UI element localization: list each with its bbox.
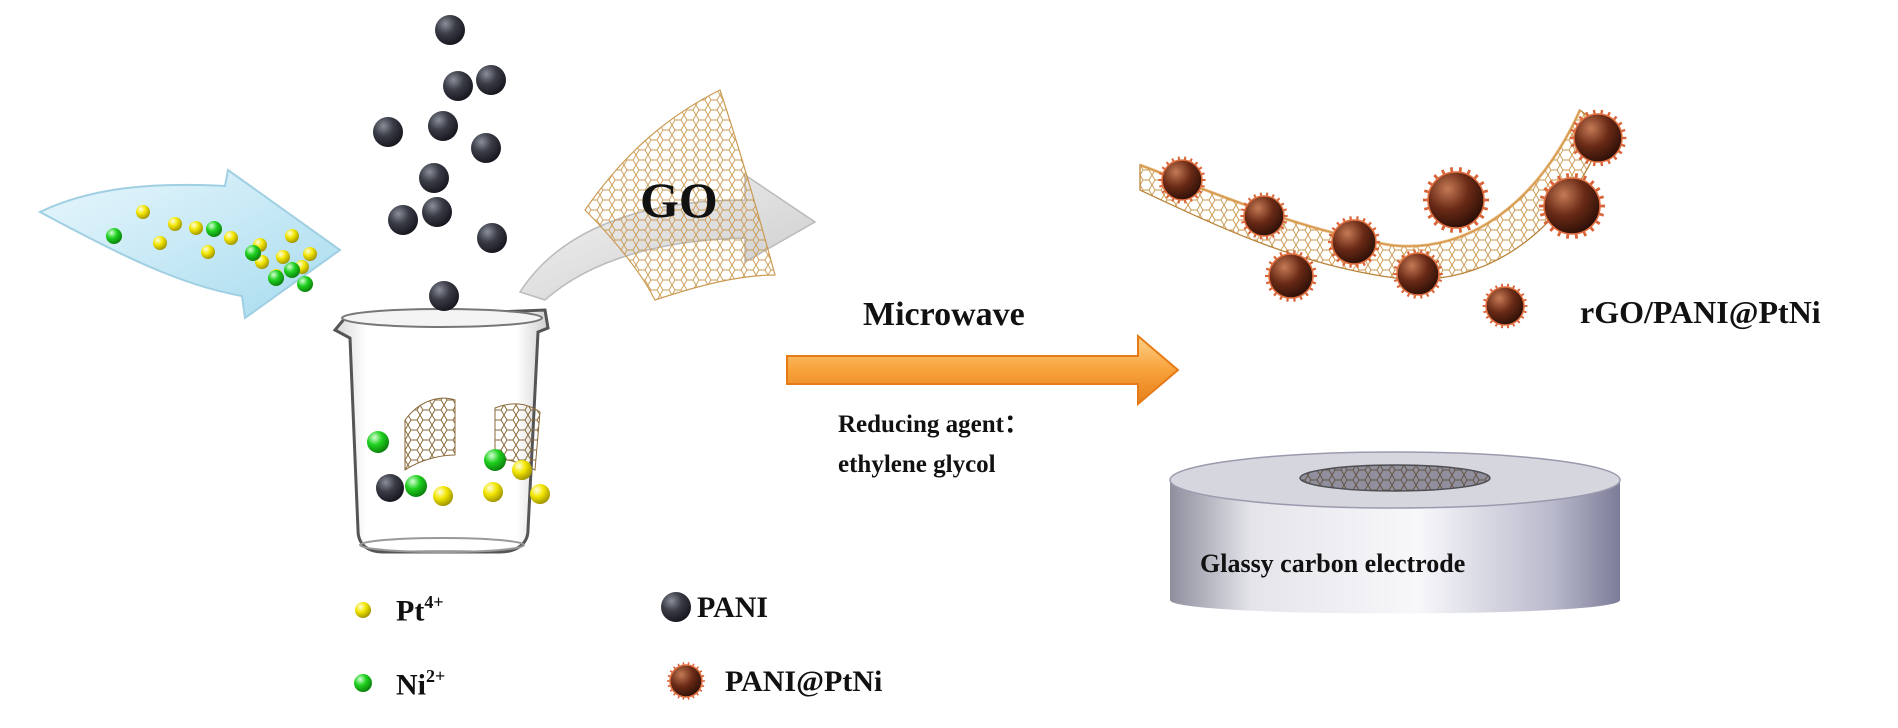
legend-pt-label: Pt4+ xyxy=(396,593,444,627)
pani-sphere xyxy=(422,197,452,227)
legend-pani-ptni-label: PANI@PtNi xyxy=(725,665,883,698)
ni-ion xyxy=(484,449,506,471)
pt-ion xyxy=(189,221,203,235)
legend-pt-symbol: Pt xyxy=(396,594,425,628)
pt-ion xyxy=(276,250,290,264)
pani-ptni-sphere xyxy=(1265,250,1317,302)
legend-pt-charge: 4+ xyxy=(424,592,444,612)
process-arrow-icon xyxy=(786,333,1180,407)
ni-ion xyxy=(297,276,313,292)
legend-pani-ptni-symbol-icon xyxy=(667,662,705,700)
electrode-icon xyxy=(1169,451,1621,614)
pani-ptni-sphere xyxy=(1482,283,1528,329)
pani-sphere xyxy=(428,111,458,141)
ni-ion xyxy=(245,245,261,261)
legend-ni-symbol: Ni xyxy=(396,668,426,702)
pani-sphere xyxy=(477,223,507,253)
reducing-agent-name: ethylene glycol xyxy=(838,451,996,478)
pani-sphere xyxy=(376,474,404,502)
pt-ion xyxy=(224,231,238,245)
pani-sphere xyxy=(419,163,449,193)
pani-sphere xyxy=(443,71,473,101)
pt-ion xyxy=(285,229,299,243)
pt-ion xyxy=(201,245,215,259)
go-sheet-icon xyxy=(584,89,776,301)
pt-ion xyxy=(153,236,167,250)
pani-ptni-sphere xyxy=(1158,156,1206,204)
pani-ptni-sphere xyxy=(1240,192,1288,240)
legend-ni-symbol-icon xyxy=(354,674,372,692)
inlet-arrow-icon xyxy=(37,168,342,320)
ni-ion xyxy=(206,221,222,237)
pt-ion xyxy=(530,484,550,504)
pani-sphere xyxy=(476,65,506,95)
go-label: GO xyxy=(640,172,718,228)
particles-layer xyxy=(106,15,1627,700)
microwave-label: Microwave xyxy=(863,296,1025,333)
pani-ptni-sphere xyxy=(1538,173,1606,239)
pani-ptni-sphere xyxy=(1328,216,1380,268)
ni-ion xyxy=(284,262,300,278)
legend-pt-symbol-icon xyxy=(355,602,371,618)
pani-sphere xyxy=(429,281,459,311)
pt-ion xyxy=(433,486,453,506)
electrode-label: Glassy carbon electrode xyxy=(1200,549,1466,578)
legend-pani-label: PANI xyxy=(697,591,769,624)
pani-ptni-sphere xyxy=(1393,249,1443,299)
pani-sphere xyxy=(471,133,501,163)
pt-ion xyxy=(303,247,317,261)
ni-ion xyxy=(268,270,284,286)
pani-sphere xyxy=(373,117,403,147)
pt-ion xyxy=(168,217,182,231)
ni-ion xyxy=(367,431,389,453)
ni-ion xyxy=(405,475,427,497)
product-label: rGO/PANI@PtNi xyxy=(1580,294,1821,330)
reducing-agent-label: Reducing agent： xyxy=(838,411,1029,438)
pani-ptni-sphere xyxy=(1569,109,1627,167)
legend-ni-label: Ni2+ xyxy=(396,667,445,701)
pt-ion xyxy=(512,460,532,480)
pani-ptni-sphere xyxy=(1422,167,1490,233)
pani-sphere xyxy=(388,205,418,235)
pani-sphere xyxy=(435,15,465,45)
ni-ion xyxy=(106,228,122,244)
legend-ni-charge: 2+ xyxy=(426,666,446,686)
beaker-icon xyxy=(332,308,550,554)
pt-ion xyxy=(483,482,503,502)
pt-ion xyxy=(136,205,150,219)
legend-pani-symbol-icon xyxy=(661,592,691,622)
